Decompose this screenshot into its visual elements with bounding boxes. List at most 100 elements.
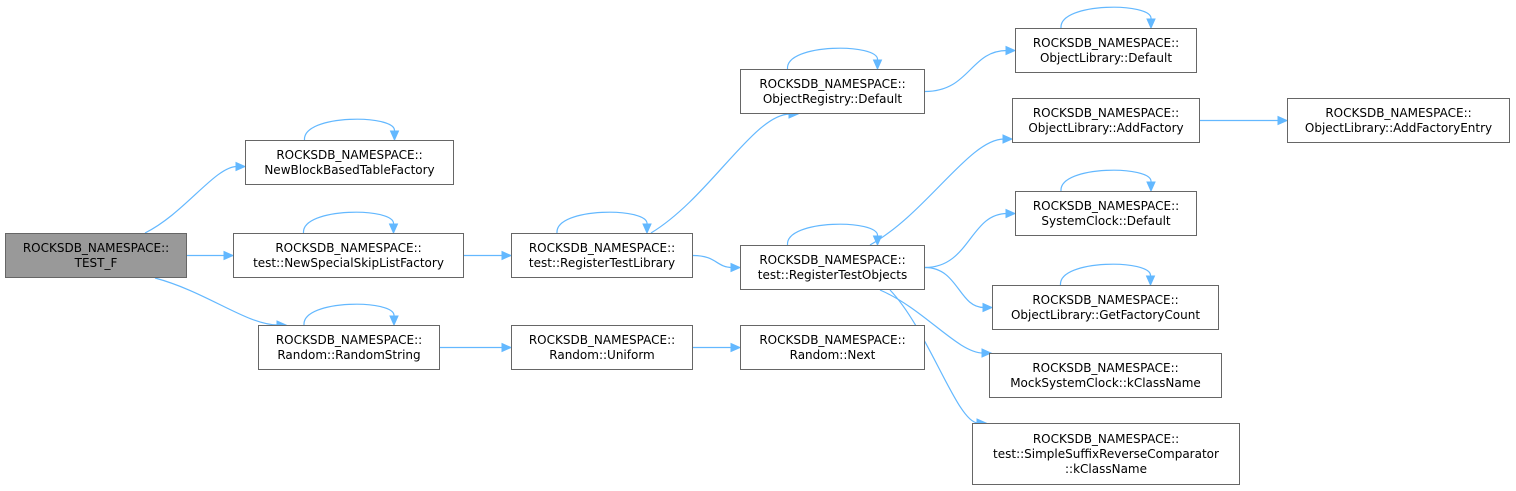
node-object-library-default[interactable]: ROCKSDB_NAMESPACE::ObjectLibrary::Defaul… <box>1015 28 1197 73</box>
node-label-line: Random::RandomString <box>277 347 421 362</box>
edge-random-string-to-random-uniform <box>440 342 513 353</box>
edge-arrowhead <box>235 161 247 172</box>
node-new-special-skip-list-factory[interactable]: ROCKSDB_NAMESPACE::test::NewSpecialSkipL… <box>233 233 464 278</box>
node-label-line: TEST_F <box>74 255 118 270</box>
edge-line <box>1060 6 1152 29</box>
node-label-line: ROCKSDB_NAMESPACE:: <box>22 240 170 255</box>
node-label-line: ObjectLibrary::Default <box>1039 50 1173 65</box>
node-label-line: SystemClock::Default <box>1041 213 1171 228</box>
edge-random-uniform-to-random-next <box>693 342 742 353</box>
node-label-line: ROCKSDB_NAMESPACE:: <box>1032 431 1180 446</box>
node-random-uniform[interactable]: ROCKSDB_NAMESPACE::Random::Uniform <box>511 325 693 370</box>
node-label-line: ObjectRegistry::Default <box>762 91 903 106</box>
edge-new-special-skip-list-factory-to-register-test-library <box>464 250 513 261</box>
node-label-line: ROCKSDB_NAMESPACE:: <box>528 240 676 255</box>
edge-object-library-add-factory-to-object-library-add-factory-entry <box>1200 115 1289 126</box>
edge-register-test-objects-to-object-library-add-factory <box>869 134 1014 246</box>
node-register-test-library[interactable]: ROCKSDB_NAMESPACE::test::RegisterTestLib… <box>511 233 693 278</box>
node-label-line: ROCKSDB_NAMESPACE:: <box>1325 105 1472 120</box>
node-label-line: test::RegisterTestLibrary <box>528 255 676 270</box>
node-label-line: ROCKSDB_NAMESPACE:: <box>275 240 422 255</box>
node-object-library-add-factory-entry[interactable]: ROCKSDB_NAMESPACE::ObjectLibrary::AddFac… <box>1287 98 1510 143</box>
edge-arrowhead <box>730 342 742 353</box>
edge-arrowhead <box>872 59 883 71</box>
edge-line <box>302 211 395 234</box>
node-label-line: MockSystemClock::kClassName <box>1010 375 1201 390</box>
edge-arrowhead <box>501 342 513 353</box>
edge-line <box>924 266 985 309</box>
edge-arrowhead <box>389 130 400 142</box>
node-object-library-get-factory-count[interactable]: ROCKSDB_NAMESPACE::ObjectLibrary::GetFac… <box>992 285 1219 330</box>
node-label-line: ObjectLibrary::GetFactoryCount <box>1010 307 1201 322</box>
edge-register-test-library-to-register-test-library <box>556 211 652 235</box>
node-simple-suffix-reverse-comparator-kclassname[interactable]: ROCKSDB_NAMESPACE::test::SimpleSuffixRev… <box>972 423 1240 485</box>
edge-arrowhead <box>501 250 513 261</box>
node-label-line: ROCKSDB_NAMESPACE:: <box>528 332 676 347</box>
node-random-next[interactable]: ROCKSDB_NAMESPACE::Random::Next <box>740 325 925 370</box>
node-label-line: ObjectLibrary::AddFactoryEntry <box>1304 120 1493 135</box>
edge-arrowhead <box>981 348 993 358</box>
edge-register-test-library-to-object-registry-default <box>650 109 800 234</box>
node-new-block-based-table-factory[interactable]: ROCKSDB_NAMESPACE::NewBlockBasedTableFac… <box>245 140 454 185</box>
edge-line <box>869 138 1005 246</box>
node-label-line: ObjectLibrary::AddFactory <box>1028 120 1184 135</box>
edge-line <box>1059 263 1152 286</box>
edge-line <box>303 118 396 141</box>
node-label-line: ROCKSDB_NAMESPACE:: <box>1032 105 1180 120</box>
node-label-line: ROCKSDB_NAMESPACE:: <box>759 332 906 347</box>
node-label-line: ROCKSDB_NAMESPACE:: <box>1032 292 1179 307</box>
edge-line <box>889 289 979 424</box>
edge-arrowhead <box>1146 181 1156 193</box>
node-label-line: test::SimpleSuffixReverseComparator <box>993 446 1219 461</box>
node-label-line: ROCKSDB_NAMESPACE:: <box>759 252 906 267</box>
edge-line <box>786 47 879 70</box>
edge-register-test-library-to-register-test-objects <box>692 254 742 273</box>
edge-arrowhead <box>1146 18 1156 30</box>
node-label-line: ::kClassName <box>1064 461 1147 476</box>
node-label-line: test::NewSpecialSkipListFactory <box>253 255 444 270</box>
edge-object-library-get-factory-count-to-object-library-get-factory-count <box>1059 263 1156 287</box>
edge-line <box>556 211 648 234</box>
node-label-line: ROCKSDB_NAMESPACE:: <box>276 147 423 162</box>
node-register-test-objects[interactable]: ROCKSDB_NAMESPACE::test::RegisterTestObj… <box>740 245 925 290</box>
node-system-clock-default[interactable]: ROCKSDB_NAMESPACE::SystemClock::Default <box>1015 191 1197 236</box>
edge-register-test-objects-to-mock-system-clock-kclassname <box>879 289 993 358</box>
node-object-registry-default[interactable]: ROCKSDB_NAMESPACE::ObjectRegistry::Defau… <box>740 69 925 114</box>
node-label-line: Random::Next <box>789 347 876 362</box>
edge-new-block-based-table-factory-to-new-block-based-table-factory <box>303 118 400 142</box>
edge-arrowhead <box>388 223 399 235</box>
edge-test-f-to-new-special-skip-list-factory <box>187 250 235 261</box>
edge-register-test-objects-to-register-test-objects <box>786 223 883 247</box>
edge-random-string-to-random-string <box>303 303 399 327</box>
edge-arrowhead <box>1145 275 1156 287</box>
edge-test-f-to-new-block-based-table-factory <box>144 161 247 234</box>
edge-arrowhead <box>1005 45 1017 56</box>
edge-object-library-default-to-object-library-default <box>1060 6 1156 30</box>
node-label-line: ROCKSDB_NAMESPACE:: <box>1032 198 1180 213</box>
edge-line <box>1060 169 1152 192</box>
edge-register-test-objects-to-system-clock-default <box>924 208 1017 269</box>
edge-arrowhead <box>1002 134 1014 144</box>
node-test-f[interactable]: ROCKSDB_NAMESPACE::TEST_F <box>5 233 187 278</box>
edge-line <box>144 165 238 234</box>
edge-arrowhead <box>223 250 235 261</box>
node-label-line: ROCKSDB_NAMESPACE:: <box>759 76 906 91</box>
edge-arrowhead <box>1005 208 1017 219</box>
node-object-library-add-factory[interactable]: ROCKSDB_NAMESPACE::ObjectLibrary::AddFac… <box>1012 98 1200 143</box>
edge-arrowhead <box>982 302 994 313</box>
edge-line <box>692 254 733 269</box>
edge-line <box>879 289 984 354</box>
edge-line <box>924 212 1008 269</box>
edge-test-f-to-random-string <box>154 277 288 330</box>
edge-arrowhead <box>730 262 742 273</box>
edge-new-special-skip-list-factory-to-new-special-skip-list-factory <box>302 211 399 235</box>
edge-object-registry-default-to-object-library-default <box>924 45 1017 93</box>
node-mock-system-clock-kclassname[interactable]: ROCKSDB_NAMESPACE::MockSystemClock::kCla… <box>989 353 1222 398</box>
node-label-line: NewBlockBasedTableFactory <box>264 162 435 177</box>
node-random-string[interactable]: ROCKSDB_NAMESPACE::Random::RandomString <box>258 325 440 370</box>
edge-arrowhead <box>642 223 652 235</box>
edge-line <box>303 303 395 326</box>
edge-line <box>154 277 279 326</box>
edge-line <box>650 113 791 234</box>
